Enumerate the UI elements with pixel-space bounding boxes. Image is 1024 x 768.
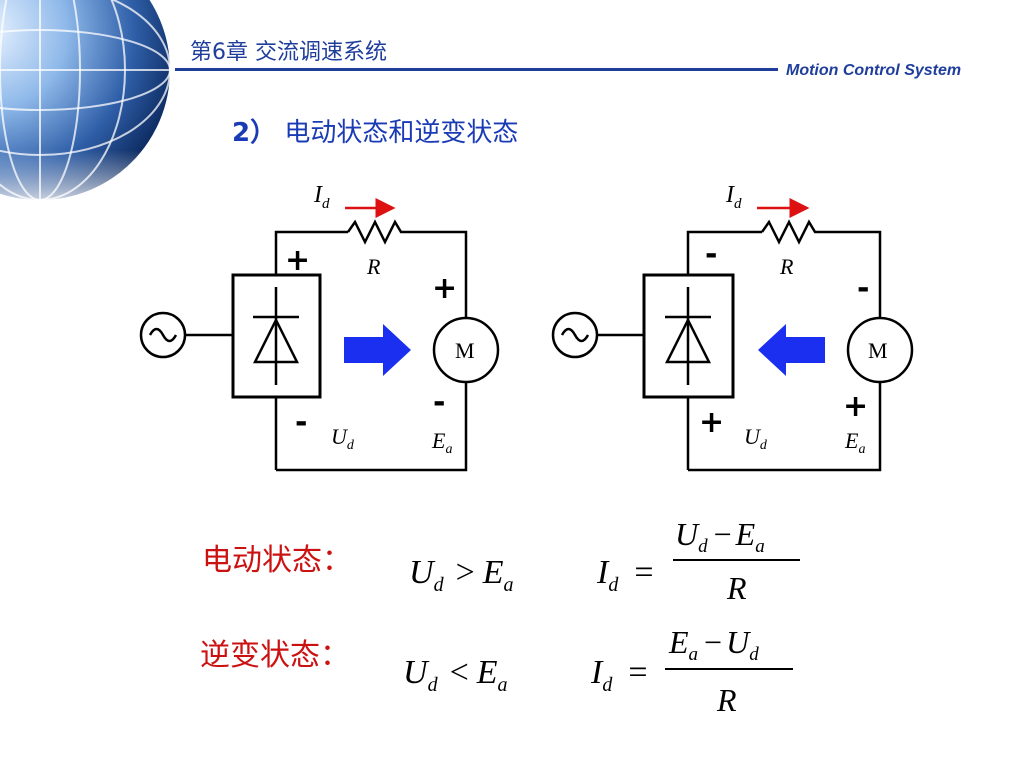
- label-current-right: Id: [725, 182, 742, 212]
- motoring-label: 电动状态：: [202, 543, 352, 578]
- label-voltage-right: Ud: [744, 424, 768, 453]
- label-emf-left: Ea: [431, 428, 452, 457]
- brand-text: Motion Control System: [786, 62, 962, 79]
- globe-logo: [0, 0, 180, 210]
- formula-block: Ud>Ea Id= Ud−Ea R Ud<Ea Id= Ea−Ud R: [403, 516, 800, 718]
- motoring-denominator: R: [726, 570, 747, 606]
- section-heading: 2） 电动状态和逆变状态: [232, 112, 518, 149]
- label-resistor-left: R: [366, 254, 381, 279]
- power-flow-arrow-left: [758, 324, 825, 376]
- inverting-circuit: [551, 198, 914, 472]
- sign-motor-bottom-right: +: [843, 389, 868, 424]
- resistor-icon-2: [760, 219, 821, 245]
- inverting-label: 逆变状态：: [200, 638, 350, 673]
- inverting-condition: Ud<Ea: [403, 654, 508, 696]
- power-flow-arrow-right: [344, 324, 411, 376]
- header-rule: [175, 68, 778, 71]
- sign-bottom-left: -: [295, 405, 307, 440]
- motoring-numerator: Ud−Ea: [675, 516, 765, 557]
- inverting-denominator: R: [716, 682, 737, 718]
- label-emf-right: Ea: [844, 428, 865, 457]
- motor-label-left: M: [455, 338, 475, 363]
- section-number: 2）: [232, 118, 277, 148]
- sign-top-left: +: [285, 243, 310, 278]
- circuit-diagrams: Id R + - + - Ud Ea M Id R - + - + Ud Ea …: [139, 182, 914, 472]
- sign-motor-top-left: +: [432, 271, 457, 306]
- inverting-numerator: Ea−Ud: [668, 624, 759, 665]
- sign-bottom-right: +: [699, 405, 724, 440]
- motoring-condition: Ud>Ea: [409, 554, 514, 596]
- motoring-circuit: [139, 198, 500, 472]
- resistor-icon: [346, 219, 407, 245]
- diode-icon-2: [664, 317, 712, 364]
- motor-label-right: M: [868, 338, 888, 363]
- sign-motor-top-right: -: [857, 271, 869, 306]
- diode-icon: [252, 317, 300, 364]
- chapter-title: 第6章 交流调速系统: [190, 40, 387, 65]
- sign-motor-bottom-left: -: [433, 385, 445, 420]
- motor-icon: [432, 316, 500, 384]
- label-resistor-right: R: [779, 254, 794, 279]
- label-voltage-left: Ud: [331, 424, 355, 453]
- sign-top-right: -: [705, 237, 717, 272]
- inverting-lhs: Id=: [590, 654, 648, 696]
- section-title: 电动状态和逆变状态: [284, 118, 519, 148]
- motor-icon-2: [846, 316, 914, 384]
- motoring-lhs: Id=: [596, 554, 654, 596]
- label-current-left: Id: [313, 182, 330, 212]
